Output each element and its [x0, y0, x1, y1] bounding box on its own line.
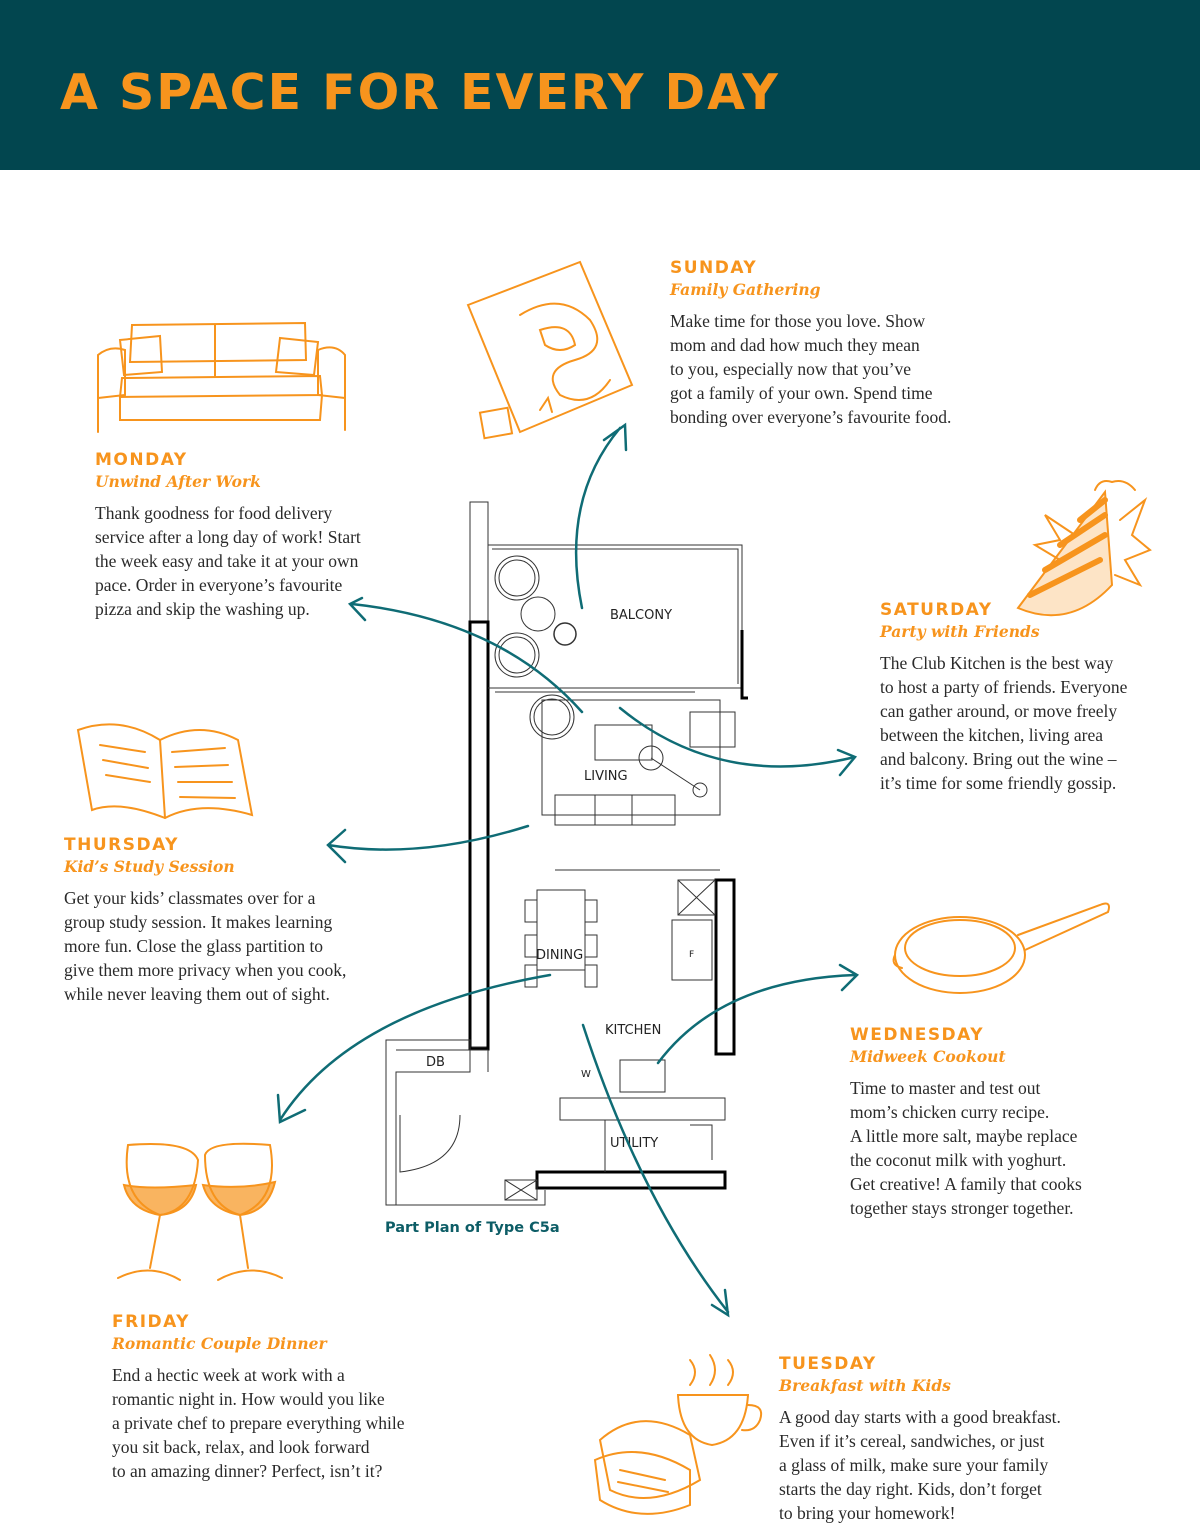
- description-line: Time to master and test out: [850, 1078, 1041, 1098]
- day-subtitle: Midweek Cookout: [850, 1047, 1006, 1066]
- description-line: while never leaving them out of sight.: [64, 984, 330, 1004]
- day-description: The Club Kitchen is the best way to host …: [880, 651, 1127, 795]
- day-description: A good day starts with a good breakfast.…: [779, 1405, 1061, 1525]
- wine-glasses-icon: [117, 1142, 283, 1281]
- description-line: Even if it’s cereal, sandwiches, or just: [779, 1431, 1045, 1451]
- day-description: Thank goodness for food delivery service …: [95, 501, 361, 621]
- arrow-to-tuesday: [581, 1023, 730, 1318]
- description-line: pace. Order in everyone’s favourite: [95, 575, 343, 595]
- room-label-kitchen: KITCHEN: [605, 1023, 661, 1038]
- description-line: group study session. It makes learning: [64, 912, 333, 932]
- description-line: The Club Kitchen is the best way: [880, 653, 1114, 673]
- breakfast-icon: [593, 1354, 763, 1515]
- day-description: End a hectic week at work with a romantic…: [112, 1363, 405, 1483]
- day-section-wednesday: WEDNESDAY Midweek Cookout Time to master…: [850, 1025, 1082, 1220]
- description-line: the week easy and take it at your own: [95, 551, 359, 571]
- description-line: the coconut milk with yoghurt.: [850, 1150, 1067, 1170]
- description-line: A little more salt, maybe replace: [850, 1126, 1078, 1146]
- room-label-living: LIVING: [584, 769, 628, 784]
- open-book-icon: [76, 723, 254, 820]
- day-description: Time to master and test out mom’s chicken…: [850, 1076, 1082, 1220]
- day-section-friday: FRIDAY Romantic Couple Dinner End a hect…: [112, 1312, 405, 1483]
- room-label-utility: UTILITY: [610, 1136, 658, 1151]
- description-line: service after a long day of work! Start: [95, 527, 361, 547]
- board-game-icon: [466, 260, 634, 440]
- description-line: to you, especially now that you’ve: [670, 359, 912, 379]
- day-section-saturday: SATURDAY Party with Friends The Club Kit…: [880, 600, 1127, 795]
- frying-pan-icon: [892, 902, 1110, 994]
- description-line: a glass of milk, make sure your family: [779, 1455, 1049, 1475]
- day-description: Make time for those you love. Show mom an…: [670, 309, 951, 429]
- description-line: romantic night in. How would you like: [112, 1389, 385, 1409]
- description-line: got a family of your own. Spend time: [670, 383, 933, 403]
- description-line: to host a party of friends. Everyone: [880, 677, 1128, 697]
- description-line: to bring your homework!: [779, 1503, 956, 1523]
- party-hat-icon: [1016, 480, 1152, 617]
- day-section-thursday: THURSDAY Kid’s Study Session Get your ki…: [64, 835, 346, 1006]
- day-name: THURSDAY: [64, 835, 179, 855]
- plan-furniture: [399, 555, 736, 1201]
- arrow-to-sunday: [574, 422, 628, 610]
- description-line: Thank goodness for food delivery: [95, 503, 333, 523]
- sofa-icon: [97, 321, 346, 433]
- arrow-to-monday: [347, 596, 584, 714]
- day-section-sunday: SUNDAY Family Gathering Make time for th…: [670, 258, 951, 429]
- room-label-dining: DINING: [536, 948, 583, 963]
- day-subtitle: Party with Friends: [880, 622, 1040, 641]
- description-line: bonding over everyone’s favourite food.: [670, 407, 952, 427]
- description-line: pizza and skip the washing up.: [95, 599, 310, 619]
- day-subtitle: Family Gathering: [670, 280, 821, 299]
- room-label-balcony: BALCONY: [610, 608, 672, 623]
- appliance-label-fridge: F: [689, 950, 694, 960]
- description-line: it’s time for some friendly gossip.: [880, 773, 1117, 793]
- description-line: together stays stronger together.: [850, 1198, 1074, 1218]
- plan-labels: BALCONY LIVING DINING KITCHEN DB UTILITY…: [426, 608, 694, 1151]
- arrow-to-wednesday: [656, 963, 860, 1065]
- description-line: more fun. Close the glass partition to: [64, 936, 324, 956]
- day-name: SUNDAY: [670, 258, 758, 278]
- day-subtitle: Breakfast with Kids: [779, 1376, 951, 1395]
- description-line: a private chef to prepare everything whi…: [112, 1413, 405, 1433]
- description-line: give them more privacy when you cook,: [64, 960, 347, 980]
- description-line: to an amazing dinner? Perfect, isn’t it?: [112, 1461, 383, 1481]
- day-section-tuesday: TUESDAY Breakfast with Kids A good day s…: [779, 1354, 1061, 1525]
- description-line: mom’s chicken curry recipe.: [850, 1102, 1050, 1122]
- page-title: A SPACE FOR EVERY DAY: [60, 64, 780, 121]
- header-banner: A SPACE FOR EVERY DAY: [0, 0, 1200, 170]
- day-subtitle: Kid’s Study Session: [64, 857, 235, 876]
- description-line: mom and dad how much they mean: [670, 335, 920, 355]
- room-label-db: DB: [426, 1055, 445, 1070]
- arrow-to-thursday: [326, 824, 530, 864]
- description-line: Get creative! A family that cooks: [850, 1174, 1082, 1194]
- description-line: End a hectic week at work with a: [112, 1365, 345, 1385]
- description-line: you sit back, relax, and look forward: [112, 1437, 370, 1457]
- description-line: A good day starts with a good breakfast.: [779, 1407, 1061, 1427]
- description-line: and balcony. Bring out the wine –: [880, 749, 1117, 769]
- description-line: starts the day right. Kids, don’t forget: [779, 1479, 1042, 1499]
- day-name: FRIDAY: [112, 1312, 190, 1332]
- day-section-monday: MONDAY Unwind After Work Thank goodness …: [95, 450, 361, 621]
- plan-caption: Part Plan of Type C5a: [385, 1220, 560, 1236]
- day-name: WEDNESDAY: [850, 1025, 985, 1045]
- day-name: TUESDAY: [779, 1354, 877, 1374]
- appliance-label-washer: W: [581, 1069, 591, 1080]
- arrow-to-friday: [276, 973, 552, 1124]
- description-line: can gather around, or move freely: [880, 701, 1118, 721]
- day-name: SATURDAY: [880, 600, 993, 620]
- description-line: Get your kids’ classmates over for a: [64, 888, 316, 908]
- description-line: Make time for those you love. Show: [670, 311, 926, 331]
- day-name: MONDAY: [95, 450, 188, 470]
- description-line: between the kitchen, living area: [880, 725, 1104, 745]
- day-subtitle: Romantic Couple Dinner: [112, 1334, 327, 1353]
- arrow-to-saturday: [618, 706, 858, 777]
- day-description: Get your kids’ classmates over for a grou…: [64, 886, 346, 1006]
- day-subtitle: Unwind After Work: [95, 472, 261, 491]
